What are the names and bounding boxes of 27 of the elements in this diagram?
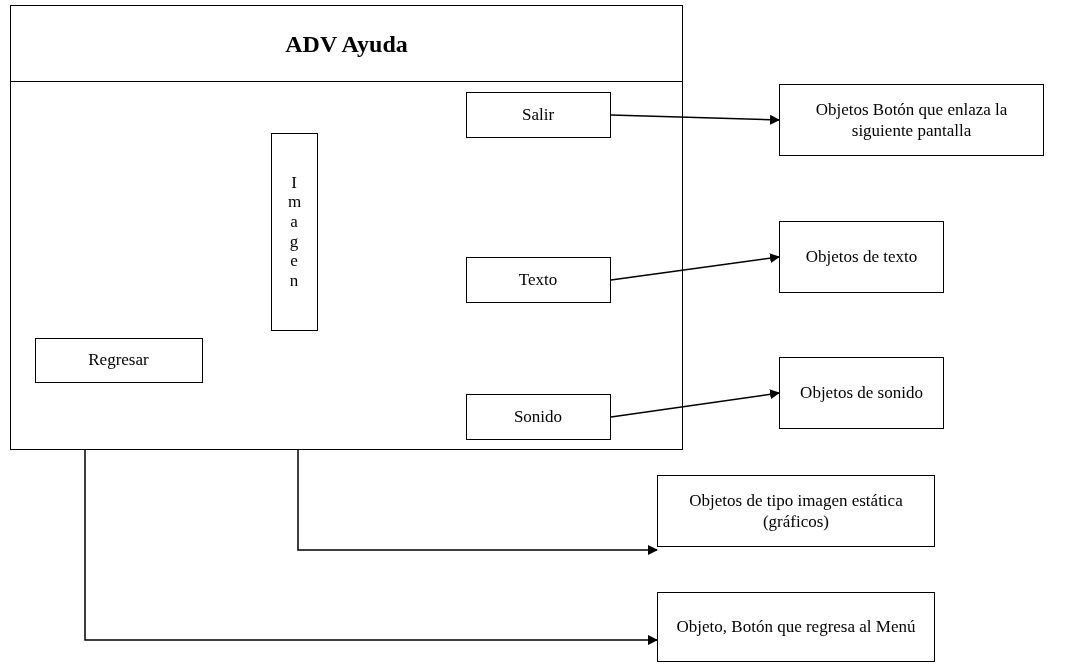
arrow <box>84 449 658 645</box>
button-box <box>465 256 611 303</box>
button-box <box>465 393 611 440</box>
screen-frame <box>10 5 683 450</box>
arrow <box>610 389 780 418</box>
box-label: Objetos Botón que enlaza la siguiente pantalla <box>814 98 1009 142</box>
image-placeholder <box>270 132 318 331</box>
box-label: Objetos de sonido <box>799 382 924 405</box>
arrow <box>610 114 780 125</box>
vertical-label: Imagen <box>288 172 300 291</box>
box-label: Texto <box>517 268 559 291</box>
description-box <box>779 221 944 293</box>
box-label: Objeto, Botón que regresa al Menú <box>675 616 917 639</box>
description-box <box>779 84 1044 156</box>
description-box <box>657 592 935 662</box>
box-label: Objetos de tipo imagen estática (gráficos) <box>688 489 904 533</box>
title-text: ADV Ayuda <box>285 29 408 59</box>
button-box <box>465 91 611 138</box>
arrow <box>610 253 780 281</box>
box-label: Objetos de texto <box>804 246 919 269</box>
description-box <box>779 357 944 429</box>
arrow <box>297 449 658 555</box>
box-label: Sonido <box>512 405 564 428</box>
box-label: Regresar <box>87 349 150 372</box>
box-label: Salir <box>520 103 556 126</box>
description-box <box>657 475 935 547</box>
button-box <box>34 337 203 383</box>
